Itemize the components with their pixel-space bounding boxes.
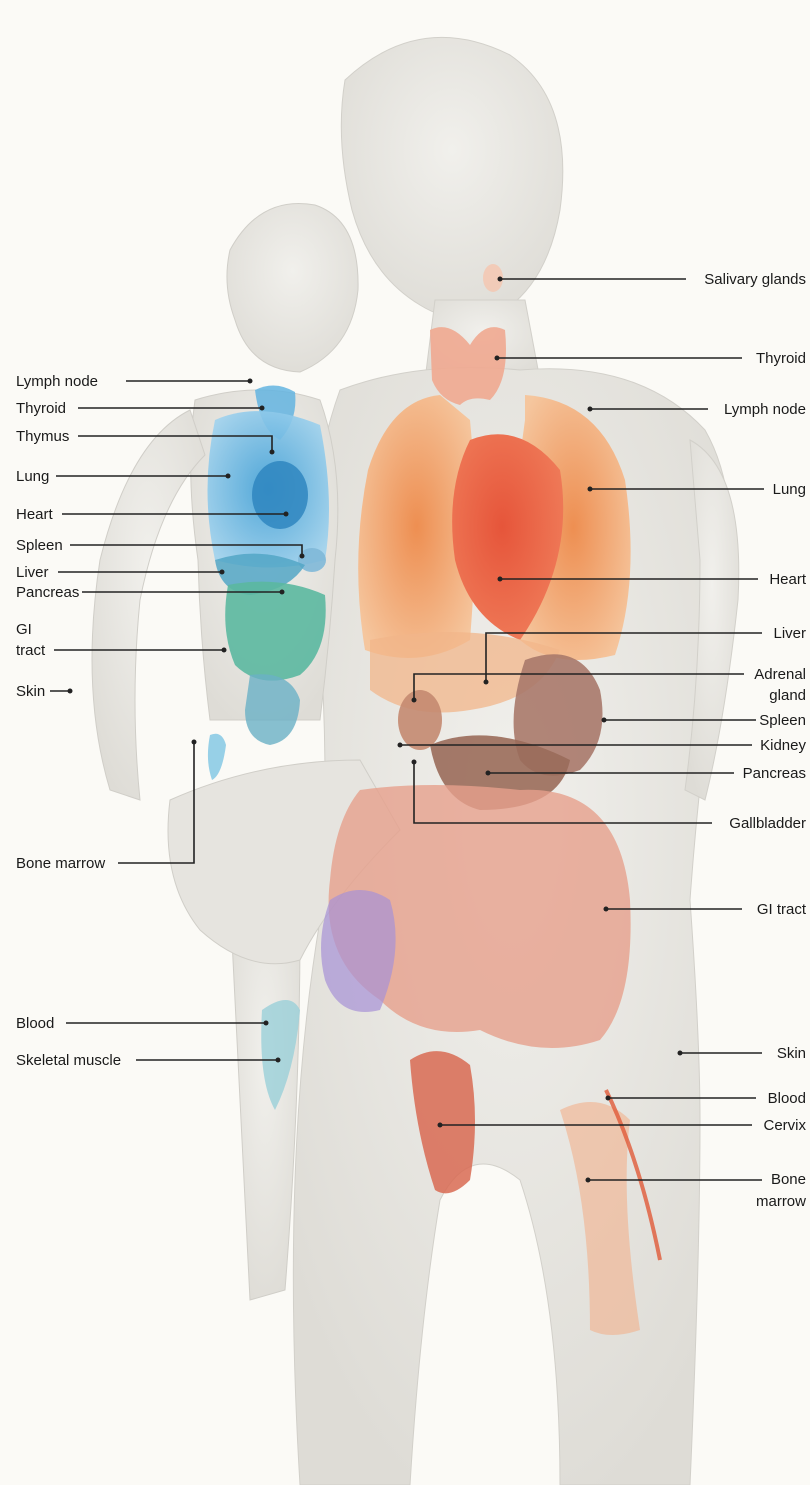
leader-dot [486, 771, 491, 776]
leader-dot [270, 450, 275, 455]
label-text-line2: gland [769, 687, 806, 704]
leader-dot [588, 407, 593, 412]
label-text: Thymus [16, 428, 69, 445]
label-text: Lymph node [16, 373, 98, 390]
label-text: Bone [771, 1171, 806, 1188]
leader-dot [602, 718, 607, 723]
leader-dot [248, 379, 253, 384]
label-text: Blood [768, 1090, 806, 1107]
leader-dot [280, 590, 285, 595]
child-heart-shape [252, 461, 308, 529]
label-text: Spleen [16, 537, 63, 554]
leader-dot [226, 474, 231, 479]
label-text: Blood [16, 1015, 54, 1032]
leader-dot [276, 1058, 281, 1063]
leader-dot [412, 760, 417, 765]
leader-dot [495, 356, 500, 361]
label-text: Pancreas [743, 765, 806, 782]
leader-dot [604, 907, 609, 912]
label-text: Liver [773, 625, 806, 642]
leader-dot [484, 680, 489, 685]
label-text: GI [16, 621, 32, 638]
leader-dot [498, 577, 503, 582]
adult-kidney-shape [398, 690, 442, 750]
leader-dot [678, 1051, 683, 1056]
leader-dot [412, 698, 417, 703]
label-text: Adrenal [754, 666, 806, 683]
label-text: Lung [16, 468, 49, 485]
label-text: Skeletal muscle [16, 1052, 121, 1069]
label-text: Salivary glands [704, 271, 806, 288]
leader-dot [192, 740, 197, 745]
leader-dot [586, 1178, 591, 1183]
leader-dot [222, 648, 227, 653]
label-text: Bone marrow [16, 855, 105, 872]
leader-dot [300, 554, 305, 559]
label-text: Heart [16, 506, 54, 523]
label-text: Kidney [760, 737, 806, 754]
label-text: Lymph node [724, 401, 806, 418]
label-text: Pancreas [16, 584, 79, 601]
adult-colon-shape [321, 890, 396, 1012]
leader-dot [588, 487, 593, 492]
leader-dot [398, 743, 403, 748]
leader-dot [260, 406, 265, 411]
label-text: Lung [773, 481, 806, 498]
leader-dot [284, 512, 289, 517]
label-text: Heart [769, 571, 807, 588]
leader-dot [264, 1021, 269, 1026]
label-text: Cervix [763, 1117, 806, 1134]
leader-dot [220, 570, 225, 575]
label-text-line2: tract [16, 642, 46, 659]
label-text: GI tract [757, 901, 807, 918]
label-text: Thyroid [16, 400, 66, 417]
label-text: Spleen [759, 712, 806, 729]
leader-dot [438, 1123, 443, 1128]
label-text: Skin [777, 1045, 806, 1062]
label-text: Skin [16, 683, 45, 700]
leader-dot [606, 1096, 611, 1101]
leader-dot [68, 689, 73, 694]
label-text: Liver [16, 564, 49, 581]
leader-dot [498, 277, 503, 282]
label-text-line2: marrow [756, 1193, 806, 1210]
label-text: Gallbladder [729, 815, 806, 832]
label-text: Thyroid [756, 350, 806, 367]
